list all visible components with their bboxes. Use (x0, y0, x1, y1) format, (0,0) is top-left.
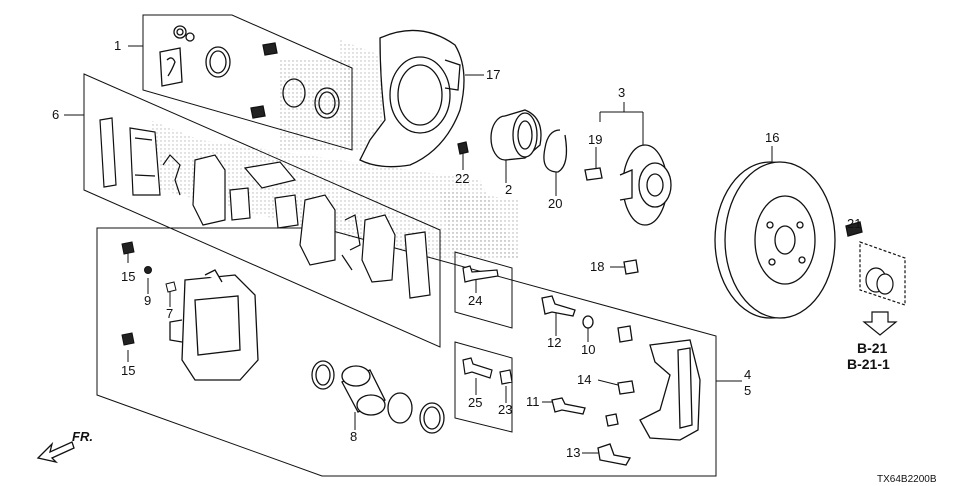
callout-13: 13 (566, 445, 581, 460)
callout-4: 4 (744, 367, 752, 382)
callout-23: 23 (498, 402, 513, 417)
callout-18: 18 (590, 259, 605, 274)
front-direction-arrow (36, 441, 75, 464)
hub-assembly (584, 144, 672, 226)
front-direction-label: FR. (72, 429, 93, 444)
callout-6: 6 (52, 107, 60, 122)
dust-shield (359, 29, 465, 168)
seal-kit-parts (159, 25, 340, 119)
callout-5: 5 (744, 383, 752, 398)
caliper-body (169, 269, 259, 381)
callout-7: 7 (166, 306, 174, 321)
piston-assembly (311, 360, 445, 434)
callout-10: 10 (581, 342, 596, 357)
box-6 (83, 73, 441, 348)
drawing-code: TX64B2200B (877, 474, 937, 485)
bleeder-and-bolts (121, 241, 177, 346)
callout-9: 9 (144, 293, 152, 308)
guide-pins (462, 265, 513, 385)
callout-8: 8 (350, 429, 358, 444)
reference-label-b21[interactable]: B-21 (857, 340, 888, 356)
callout-24: 24 (468, 293, 483, 308)
callout-15-upper: 15 (121, 269, 136, 284)
callout-11: 11 (526, 394, 540, 409)
callout-22: 22 (455, 171, 470, 186)
hub-nut (859, 241, 906, 336)
callout-2: 2 (505, 182, 513, 197)
wheel-bearing (457, 109, 568, 173)
brake-disc (714, 161, 863, 319)
callout-20: 20 (548, 196, 563, 211)
callout-17: 17 (486, 67, 501, 82)
box-24 (454, 251, 513, 329)
callout-3: 3 (618, 85, 626, 100)
callout-15-lower: 15 (121, 363, 136, 378)
callout-1: 1 (114, 38, 122, 53)
callout-21: 21 (847, 216, 862, 231)
callout-19: 19 (588, 132, 603, 147)
reference-label-b21-1[interactable]: B-21-1 (847, 356, 890, 372)
brake-pads (99, 117, 431, 299)
callout-16: 16 (765, 130, 780, 145)
callout-14: 14 (577, 372, 592, 387)
callout-25: 25 (468, 395, 483, 410)
box-23-25 (454, 341, 513, 433)
box-1 (142, 14, 353, 151)
callout-12: 12 (547, 335, 562, 350)
caliper-bracket (541, 259, 701, 466)
